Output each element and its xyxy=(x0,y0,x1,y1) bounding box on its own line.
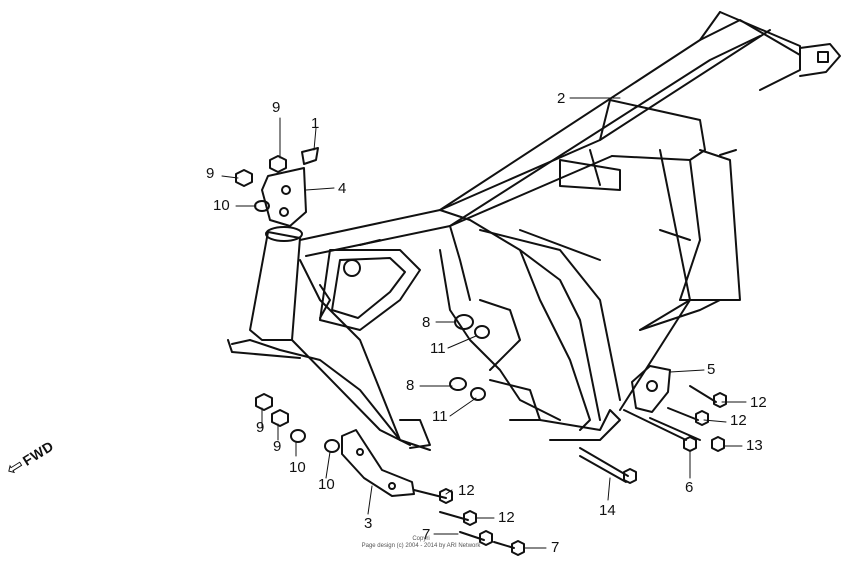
part-9-nut-b xyxy=(235,169,253,187)
part-9-nut-d xyxy=(271,409,289,427)
callout-8-b: 8 xyxy=(406,377,415,394)
callout-1: 1 xyxy=(311,115,320,132)
part-12-bolt-c xyxy=(413,488,453,504)
callout-12-c: 12 xyxy=(458,482,475,499)
part-8-collar-b xyxy=(449,377,467,391)
callout-13: 13 xyxy=(746,437,763,454)
leader-lines xyxy=(221,97,747,549)
part-11-washer-a xyxy=(474,325,490,339)
part-4-bracket xyxy=(261,167,307,227)
part-12-bolt-b xyxy=(667,407,709,426)
copyright-watermark: Copyri Page design (c) 2004 - 2014 by AR… xyxy=(336,536,506,550)
callout-14: 14 xyxy=(599,502,616,519)
callout-4: 4 xyxy=(338,180,347,197)
copyright-line-2: Page design (c) 2004 - 2014 by ARI Netwo… xyxy=(361,543,481,550)
callout-7-a: 7 xyxy=(422,526,431,543)
part-12-bolt-a xyxy=(689,385,727,408)
callout-2: 2 xyxy=(557,90,566,107)
part-9-nut-c xyxy=(255,393,273,411)
callout-9-c: 9 xyxy=(256,419,265,436)
part-13-bolt xyxy=(649,417,725,452)
part-6-bolt xyxy=(623,409,697,452)
part-7-bolt-b xyxy=(493,540,525,556)
callout-10-c: 10 xyxy=(318,476,335,493)
callout-9-b: 9 xyxy=(206,165,215,182)
part-9-nut-a xyxy=(269,155,287,173)
part-12-bolt-d xyxy=(439,510,477,526)
callout-5: 5 xyxy=(707,361,716,378)
callout-7-b: 7 xyxy=(551,539,560,556)
frame-body xyxy=(227,11,841,451)
callout-8-a: 8 xyxy=(422,314,431,331)
callout-9-a: 9 xyxy=(272,99,281,116)
callout-10-a: 10 xyxy=(213,197,230,214)
callout-12-a: 12 xyxy=(750,394,767,411)
part-10-collar-c xyxy=(324,439,340,453)
part-14-bolt xyxy=(579,447,637,484)
part-10-collar-b xyxy=(290,429,306,443)
callout-10-b: 10 xyxy=(289,459,306,476)
callout-3: 3 xyxy=(364,515,373,532)
part-5-bracket xyxy=(631,365,671,413)
callout-11-b: 11 xyxy=(432,408,448,425)
part-7-bolt-a xyxy=(459,530,493,546)
callout-12-d: 12 xyxy=(498,509,515,526)
copyright-line-1: Copyri xyxy=(412,536,430,542)
callout-11-a: 11 xyxy=(430,340,446,357)
callout-12-b: 12 xyxy=(730,412,747,429)
part-3-bracket xyxy=(341,429,415,497)
part-1-bracket xyxy=(301,147,319,165)
callout-9-d: 9 xyxy=(273,438,282,455)
part-11-washer-b xyxy=(470,387,486,401)
callout-6: 6 xyxy=(685,479,694,496)
